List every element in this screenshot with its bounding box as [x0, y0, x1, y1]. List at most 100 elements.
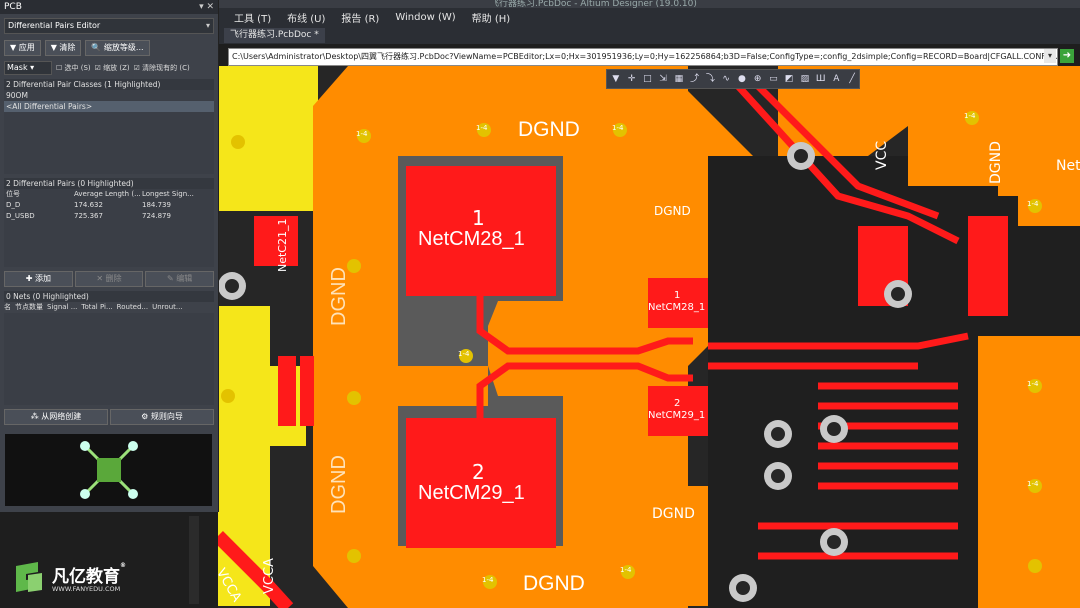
diff-route-icon[interactable]: ⤵: [705, 74, 715, 84]
pad-tag-label: 1-4: [612, 124, 624, 132]
label-net2: NetCM29_1: [418, 482, 525, 504]
keepout-icon[interactable]: ◩: [784, 74, 794, 84]
via-icon[interactable]: ●: [737, 74, 746, 84]
menu-tools[interactable]: 工具 (T): [234, 13, 272, 25]
board-preview[interactable]: [5, 434, 212, 506]
select-checkbox[interactable]: ☐ 选中 (S): [56, 64, 91, 72]
address-bar[interactable]: C:\Users\Administrator\Desktop\四翼飞行器练习.P…: [228, 48, 1058, 66]
zoom-label: 缩放 (Z): [103, 64, 130, 72]
edit-button[interactable]: ✎ 编辑: [145, 271, 215, 287]
col-routed[interactable]: Routed...: [116, 303, 149, 311]
pad-tag-label: 1-4: [1027, 480, 1039, 488]
dimension-icon[interactable]: Ш: [815, 74, 826, 84]
apply-button[interactable]: ▼ 应用: [4, 40, 41, 56]
document-tab-bar: 飞行器练习.PcbDoc *: [218, 26, 1080, 44]
move-icon[interactable]: ✛: [627, 74, 636, 84]
watermark-reg: ®: [120, 562, 126, 569]
polygon-icon[interactable]: ▭: [769, 74, 778, 84]
fanyi-logo-icon: [16, 562, 42, 592]
delete-button[interactable]: ✕ 删除: [74, 271, 144, 287]
region-icon[interactable]: ▨: [800, 74, 810, 84]
component-icon[interactable]: ▦: [674, 74, 684, 84]
pad-tag-label: 1-4: [1027, 200, 1039, 208]
pair-longest: 184.739: [142, 201, 171, 209]
nets-button-row: ⁂ 从网络创建 ⚙ 规则向导: [4, 409, 214, 425]
label-net2-num: 2: [472, 460, 485, 484]
pcb-canvas[interactable]: DGND DGND DGND DGND 1 NetCM28_1 2 NetCM2…: [218, 66, 1080, 608]
label-vcc: VCC: [874, 140, 890, 170]
col-longest[interactable]: Longest Sign...: [142, 190, 194, 198]
edit-label: 编辑: [176, 274, 193, 283]
select-icon[interactable]: □: [643, 74, 652, 84]
label-net-edge: Net: [1056, 158, 1080, 174]
apply-label: 应用: [18, 43, 35, 52]
nets-list: [4, 313, 214, 405]
rule-wizard-button[interactable]: ⚙ 规则向导: [110, 409, 214, 425]
classes-list: 90OM <All Differential Pairs>: [4, 90, 214, 174]
vertical-scrollbar[interactable]: [189, 516, 199, 604]
label-small-net1: NetCM28_1: [648, 302, 706, 313]
pad-tag-label: 1-4: [964, 112, 976, 120]
panel-mode-select[interactable]: Differential Pairs Editor ▾: [4, 18, 214, 34]
drone-board-icon: [80, 441, 138, 499]
watermark: 凡亿教育® WWW.FANYEDU.COM: [12, 558, 142, 598]
menu-reports[interactable]: 报告 (R): [341, 13, 380, 25]
pad-netcm28: [406, 166, 556, 296]
col-node-count[interactable]: 节点数量: [15, 303, 43, 311]
list-item[interactable]: <All Differential Pairs>: [4, 101, 214, 112]
mask-select[interactable]: Mask ▾: [4, 61, 52, 75]
chevron-down-icon: ▾: [205, 21, 210, 30]
text-icon[interactable]: A: [833, 74, 840, 84]
tune-icon[interactable]: ∿: [722, 74, 730, 84]
panel-controls-icon[interactable]: ▾ ✕: [199, 2, 214, 12]
tab-pcbdoc[interactable]: 飞行器练习.PcbDoc *: [224, 28, 325, 43]
table-row[interactable]: D_USBD 725.367 724.879: [4, 211, 214, 222]
col-name[interactable]: 名: [4, 303, 11, 311]
filter-icon[interactable]: ▼: [612, 74, 620, 84]
pair-avg: 725.367: [74, 212, 103, 220]
watermark-name-text: 凡亿教育: [52, 567, 120, 587]
pad-tag-label: 1-4: [620, 566, 632, 574]
col-unrouted[interactable]: Unrout...: [152, 303, 183, 311]
go-button[interactable]: ➜: [1060, 49, 1074, 63]
pairs-table: 位号 Average Length (... Longest Sign... D…: [4, 189, 214, 267]
menu-window[interactable]: Window (W): [395, 11, 456, 23]
rule-wizard-label: 规则向导: [150, 412, 183, 421]
align-icon[interactable]: ⇲: [659, 74, 667, 84]
zoom-level-button[interactable]: 🔍 缩放等级...: [85, 40, 150, 56]
line-icon[interactable]: ╱: [849, 74, 855, 84]
pad-small-1: [648, 278, 708, 328]
window-title: 飞行器练习.PcbDoc - Altium Designer (19.0.10): [490, 0, 697, 9]
clear-button[interactable]: ▼ 清除: [44, 40, 82, 56]
col-designator[interactable]: 位号: [6, 190, 20, 198]
create-from-nets-button[interactable]: ⁂ 从网络创建: [4, 409, 108, 425]
menu-help[interactable]: 帮助 (H): [471, 13, 511, 25]
label-netc21: NetC21_1: [276, 218, 289, 273]
address-dropdown[interactable]: ▾: [1044, 49, 1056, 63]
clear-existing-label: 清除现有的 (C): [142, 64, 190, 72]
col-total[interactable]: Total Pi...: [81, 303, 113, 311]
clear-existing-checkbox[interactable]: ☑ 清除现有的 (C): [133, 64, 190, 72]
zoom-checkbox[interactable]: ☑ 缩放 (Z): [94, 64, 130, 72]
label-dgnd-vert-1: DGND: [328, 267, 350, 326]
label-dgnd-vert-right: DGND: [988, 141, 1004, 184]
pad-tag-label: 1-4: [356, 130, 368, 138]
pad-icon[interactable]: ⊕: [753, 74, 762, 84]
pad-tag-label: 1-4: [458, 350, 470, 358]
label-small-2: 2: [674, 398, 681, 409]
col-signal[interactable]: Signal ...: [47, 303, 78, 311]
mask-value: Mask: [7, 63, 28, 72]
label-dgnd-right: DGND: [654, 204, 691, 218]
table-row[interactable]: D_D 174.632 184.739: [4, 200, 214, 211]
menu-route[interactable]: 布线 (U): [287, 13, 326, 25]
col-avg-length[interactable]: Average Length (...: [74, 190, 141, 198]
list-item[interactable]: 90OM: [6, 91, 28, 100]
nets-header: 0 Nets (0 Highlighted): [4, 291, 214, 302]
add-label: 添加: [34, 274, 51, 283]
add-button[interactable]: ✚ 添加: [4, 271, 73, 287]
route-icon[interactable]: ⤴: [690, 74, 700, 84]
panel-button-row: ▼ 应用 ▼ 清除 🔍 缩放等级...: [4, 40, 214, 56]
label-dgnd-top: DGND: [518, 118, 580, 141]
label-small-1: 1: [674, 290, 681, 301]
pad-tag-label: 1-4: [476, 124, 488, 132]
